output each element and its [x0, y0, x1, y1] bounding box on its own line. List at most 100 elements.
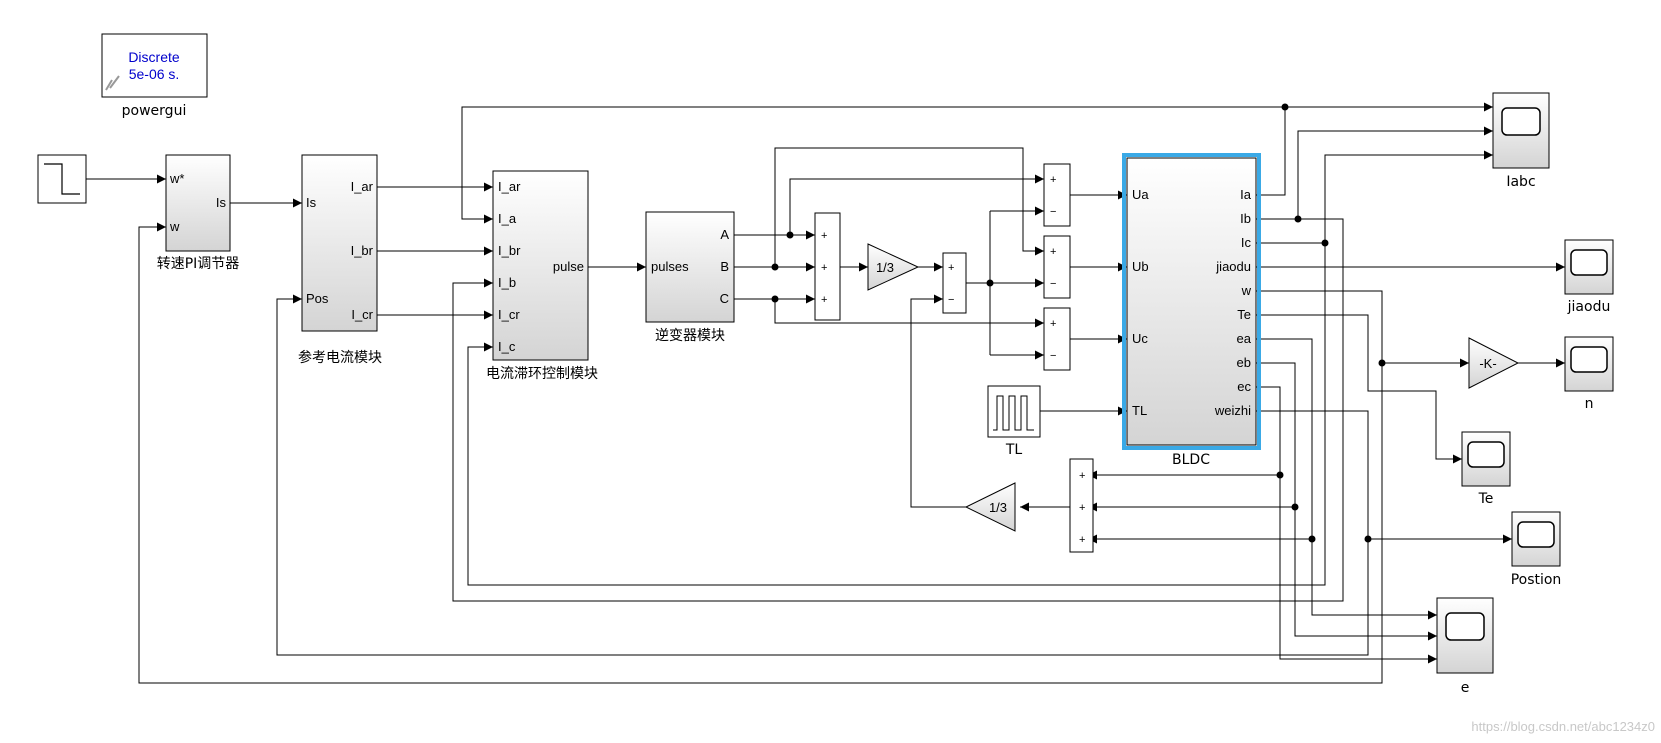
step-source-block[interactable] [37, 154, 87, 204]
scope-iabc-name: Iabc [1506, 174, 1535, 190]
port-ib-in: I_b [498, 275, 516, 290]
wire-ic-scope[interactable] [1256, 150, 1493, 244]
sign-plus: + [1050, 174, 1056, 186]
sign-plus: + [1079, 502, 1085, 514]
sign-minus: − [948, 294, 954, 306]
scope-te[interactable]: Te [1461, 431, 1511, 507]
port-is-out: Is [216, 195, 227, 210]
gain-k-block[interactable]: -K- [1468, 337, 1520, 389]
port-b-out: B [720, 259, 729, 274]
sum-ua-block[interactable]: + − [1043, 163, 1071, 227]
wire-ec-scope[interactable] [1256, 386, 1437, 664]
gain-third-bottom-label: 1/3 [989, 500, 1007, 515]
scope-n[interactable]: n [1564, 336, 1614, 412]
sign-minus: − [1050, 350, 1056, 362]
port-a-out: A [720, 227, 729, 242]
gain-third-bottom-block[interactable]: 1/3 [964, 482, 1016, 532]
port-pulse-out: pulse [553, 259, 584, 274]
gain-third-top-block[interactable]: 1/3 [867, 243, 920, 291]
port-ub: Ub [1132, 259, 1149, 274]
scope-icon [1467, 441, 1505, 468]
sign-minus: − [1050, 278, 1056, 290]
sign-plus: + [1079, 534, 1085, 546]
scope-e[interactable]: e [1436, 597, 1494, 696]
bldc-block[interactable]: Ua Ub Uc TL Ia Ib Ic jiaodu w Te ea eb e… [1122, 153, 1261, 468]
port-iar-out: I_ar [351, 179, 374, 194]
wire-ib-scope[interactable] [1256, 126, 1493, 220]
wire-te[interactable] [1256, 314, 1462, 464]
wire-b-ubsum[interactable] [774, 147, 1044, 267]
port-icr-in: I_cr [498, 307, 520, 322]
port-is-in: Is [306, 195, 317, 210]
scope-icon [1501, 107, 1541, 136]
wire-a-uasum[interactable] [789, 174, 1044, 235]
wire-w-gain[interactable] [1256, 290, 1469, 368]
wire-w-feedback[interactable] [138, 222, 1383, 684]
sum-uc-block[interactable]: + − [1043, 307, 1071, 371]
gain-third-top-label: 1/3 [876, 260, 894, 275]
scope-n-name: n [1585, 396, 1594, 412]
scope-icon [1570, 346, 1608, 373]
wire-ia-scope[interactable] [1256, 102, 1493, 196]
port-w-star: w* [169, 171, 184, 186]
wire-c-ucsum[interactable] [774, 299, 1044, 328]
link-icon [105, 75, 120, 91]
sum-e-block[interactable]: + + + [1069, 458, 1094, 553]
wire-weizhi-feedback[interactable] [276, 294, 1369, 656]
port-w: w [169, 219, 180, 234]
port-pulses-in: pulses [651, 259, 689, 274]
scope-postion-name: Postion [1511, 572, 1562, 588]
tl-source-name: TL [1005, 442, 1023, 458]
bldc-name: BLDC [1172, 452, 1210, 468]
port-ibr-in: I_br [498, 243, 521, 258]
wire-gain2-sum2[interactable] [910, 294, 966, 508]
powergui-block[interactable]: Discrete 5e-06 s. powergui [101, 33, 208, 119]
sign-plus: + [821, 294, 827, 306]
speed-pi-name: 转速PI调节器 [157, 256, 240, 272]
port-ic-in: I_c [498, 339, 516, 354]
wire-ia-feedback[interactable] [461, 106, 1285, 224]
sign-plus: + [821, 262, 827, 274]
wire-eb-scope[interactable] [1256, 362, 1437, 641]
powergui-sample-time: 5e-06 s. [129, 66, 180, 82]
sign-plus: + [1079, 470, 1085, 482]
wire-ic-feedback[interactable] [467, 243, 1326, 586]
port-tl: TL [1132, 403, 1147, 418]
scope-postion[interactable]: Postion [1511, 511, 1562, 588]
scope-jiaodu[interactable]: jiaodu [1564, 239, 1614, 315]
inverter-name: 逆变器模块 [655, 328, 725, 344]
hysteresis-block[interactable]: I_ar I_a I_br I_b I_cr I_c pulse 电流滞环控制模… [486, 170, 598, 382]
port-te-out: Te [1237, 307, 1251, 322]
sign-plus: + [1050, 318, 1056, 330]
sign-plus: + [821, 230, 827, 242]
scope-icon [1570, 249, 1608, 276]
selection-highlight [1122, 153, 1261, 450]
ref-current-block[interactable]: Is Pos I_ar I_br I_cr 参考电流模块 [298, 154, 382, 366]
port-pos: Pos [306, 291, 329, 306]
port-ib-out: Ib [1240, 211, 1251, 226]
port-ia-out: Ia [1240, 187, 1252, 202]
speed-pi-block[interactable]: w* w Is 转速PI调节器 [157, 154, 240, 272]
gain-k-label: -K- [1479, 356, 1496, 371]
inverter-block[interactable]: pulses A B C 逆变器模块 [645, 211, 735, 344]
sign-plus: + [1050, 246, 1056, 258]
wire-ib-feedback[interactable] [452, 218, 1344, 602]
sum-abc-block[interactable]: + + + [814, 212, 841, 321]
port-ea-out: ea [1237, 331, 1252, 346]
sign-minus: − [1050, 206, 1056, 218]
port-ua: Ua [1132, 187, 1149, 202]
scope-icon [1445, 612, 1485, 641]
scope-e-name: e [1461, 680, 1470, 696]
port-eb-out: eb [1237, 355, 1251, 370]
signal-lines [86, 102, 1565, 684]
tl-source-block[interactable]: TL [987, 385, 1041, 458]
port-ibr-out: I_br [351, 243, 374, 258]
wire-ea-scope[interactable] [1256, 338, 1437, 620]
wire-weizhi-scope[interactable] [1256, 410, 1512, 544]
port-weizhi-out: weizhi [1214, 403, 1251, 418]
sum-ub-block[interactable]: + − [1043, 235, 1071, 299]
scope-iabc[interactable]: Iabc [1492, 92, 1550, 190]
port-iar-in: I_ar [498, 179, 521, 194]
sum-neutral-block[interactable]: + − [942, 252, 967, 314]
